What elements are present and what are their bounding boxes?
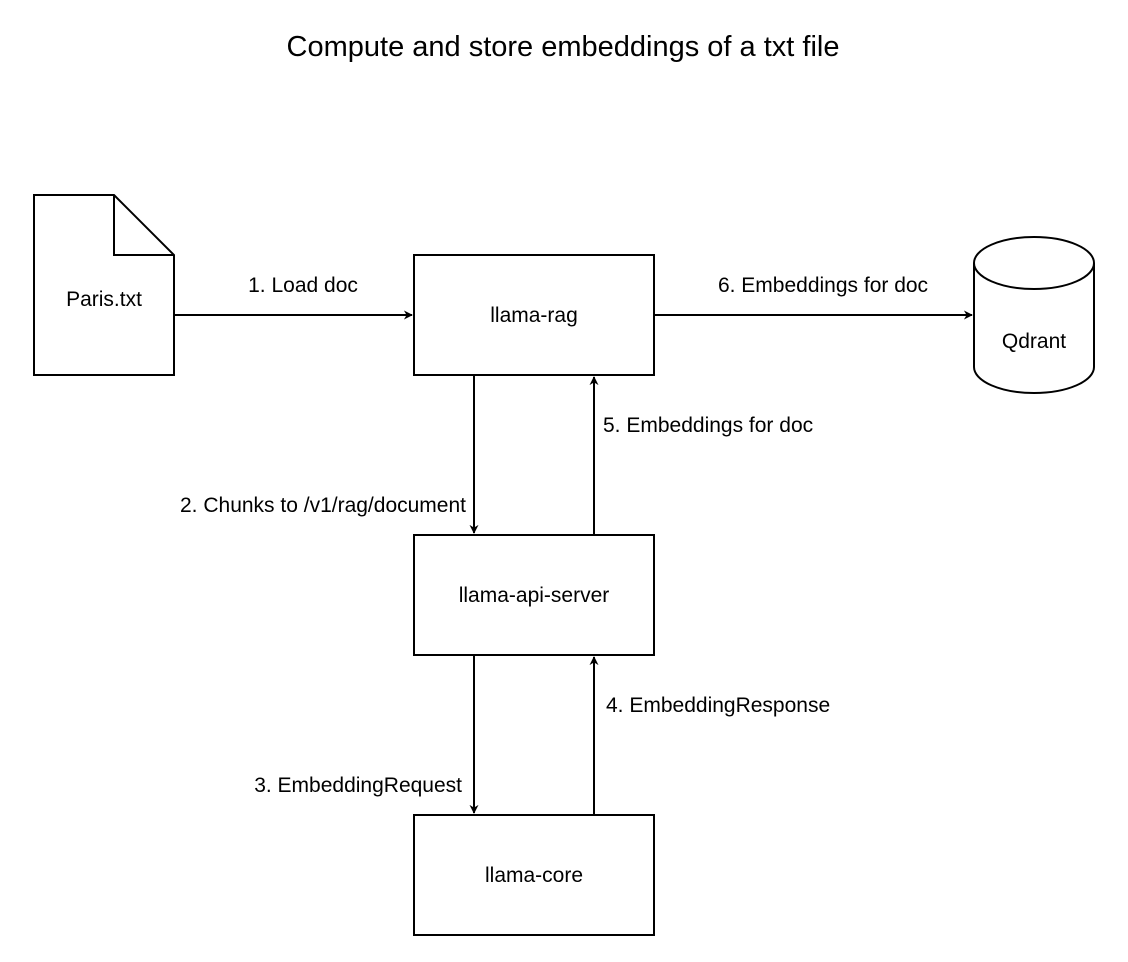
node-label-llama-api-server: llama-api-server xyxy=(459,584,610,607)
edge-label-embedding-response: 4. EmbeddingResponse xyxy=(606,694,830,717)
node-label-paris-txt: Paris.txt xyxy=(66,288,142,311)
node-qdrant[interactable]: Qdrant xyxy=(973,236,1095,394)
edge-load-doc: 1. Load doc xyxy=(174,274,413,320)
document-fold xyxy=(113,195,174,256)
node-label-llama-core: llama-core xyxy=(485,864,583,887)
node-llama-core[interactable]: llama-core xyxy=(413,814,655,936)
node-llama-api-server[interactable]: llama-api-server xyxy=(413,534,655,656)
edge-embeddings-to-rag: 5. Embeddings for doc xyxy=(589,376,813,535)
node-llama-rag[interactable]: llama-rag xyxy=(413,254,655,376)
database-cylinder xyxy=(973,263,1095,394)
edge-label-embedding-request: 3. EmbeddingRequest xyxy=(254,774,462,797)
document-shape xyxy=(33,194,175,376)
node-paris-txt[interactable]: Paris.txt xyxy=(33,194,175,376)
process-box xyxy=(413,254,655,376)
database-cylinder-top xyxy=(973,236,1095,290)
node-label-llama-rag: llama-rag xyxy=(490,304,578,327)
node-label-qdrant: Qdrant xyxy=(1002,330,1066,353)
edge-embedding-response: 4. EmbeddingResponse xyxy=(589,656,830,815)
edge-embedding-request: 3. EmbeddingRequest xyxy=(254,655,479,814)
edge-label-chunks: 2. Chunks to /v1/rag/document xyxy=(180,494,466,517)
diagram-title: Compute and store embeddings of a txt fi… xyxy=(287,31,840,63)
process-box xyxy=(413,814,655,936)
edge-embeddings-to-qdrant: 6. Embeddings for doc xyxy=(654,274,973,320)
edge-chunks: 2. Chunks to /v1/rag/document xyxy=(180,375,479,534)
edge-label-embeddings-to-rag: 5. Embeddings for doc xyxy=(603,414,813,437)
process-box xyxy=(413,534,655,656)
edge-label-load-doc: 1. Load doc xyxy=(248,274,358,297)
edge-label-embeddings-to-qdrant: 6. Embeddings for doc xyxy=(718,274,928,297)
